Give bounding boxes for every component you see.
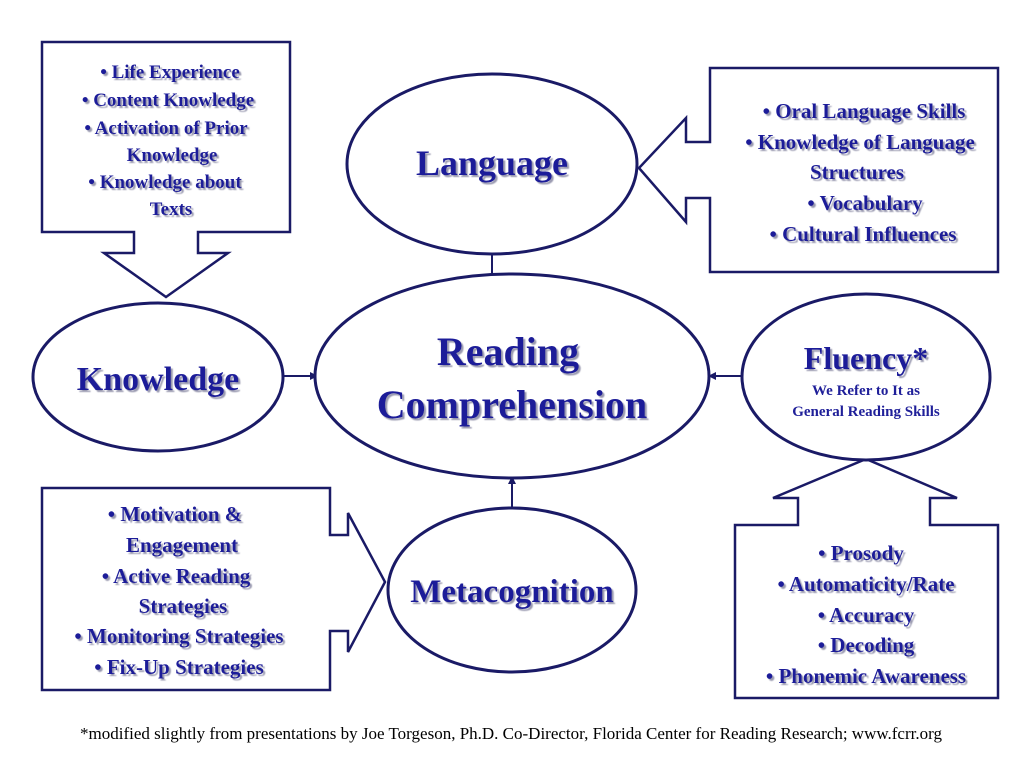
language-ellipse [345, 72, 639, 256]
knowledge-callout-shape [40, 40, 292, 299]
knowledge-ellipse [31, 301, 285, 453]
fluency-ellipse [740, 292, 992, 462]
fluency-box-line: • Phonemic Awareness [766, 664, 966, 688]
metacognition-box-line: • Monitoring Strategies [74, 624, 283, 648]
knowledge-box-line: Knowledge [127, 145, 218, 166]
metacognition-callout-shape [40, 486, 387, 692]
knowledge-box-line: • Knowledge about [88, 172, 242, 193]
fluency-box-line: • Accuracy [818, 603, 915, 627]
metacognition-box-line: Engagement [126, 533, 238, 557]
fluency-label: Fluency* [804, 340, 928, 376]
metacognition-box-line: • Active Reading [102, 564, 251, 588]
language-box-line: • Vocabulary [807, 191, 923, 215]
fluency-box-line: • Automaticity/Rate [777, 572, 954, 596]
knowledge-box-line: Texts [150, 199, 193, 220]
language-box-line: • Oral Language Skills [763, 99, 966, 123]
metacognition-ellipse [386, 506, 638, 674]
center-label-line1: Reading [437, 329, 579, 374]
fluency-box-line: • Decoding [818, 633, 915, 657]
metacognition-box-line: Strategies [139, 594, 228, 618]
center-label-line2: Comprehension [377, 382, 647, 427]
metacognition-label: Metacognition [410, 574, 613, 610]
fluency-callout-shape [733, 457, 1000, 700]
knowledge-box-line: • Content Knowledge [82, 90, 254, 111]
fluency-box-line: • Prosody [818, 541, 904, 565]
language-box-line: Structures [810, 160, 904, 184]
knowledge-box-line: • Activation of Prior [84, 118, 248, 139]
language-callout-shape [637, 66, 1000, 274]
metacognition-box-line: • Motivation & [108, 502, 243, 526]
language-box-line: • Knowledge of Language [745, 130, 975, 154]
metacognition-box-line: • Fix-Up Strategies [94, 655, 264, 679]
language-box-line: • Cultural Influences [769, 222, 956, 246]
footnote: *modified slightly from presentations by… [80, 724, 942, 743]
fluency-sublabel-line2: General Reading Skills [792, 404, 940, 420]
center-ellipse [313, 272, 711, 480]
knowledge-box-line: • Life Experience [100, 62, 240, 83]
language-label: Language [416, 143, 568, 183]
fluency-sublabel-line1: We Refer to It as [812, 383, 920, 399]
knowledge-label: Knowledge [77, 361, 239, 398]
